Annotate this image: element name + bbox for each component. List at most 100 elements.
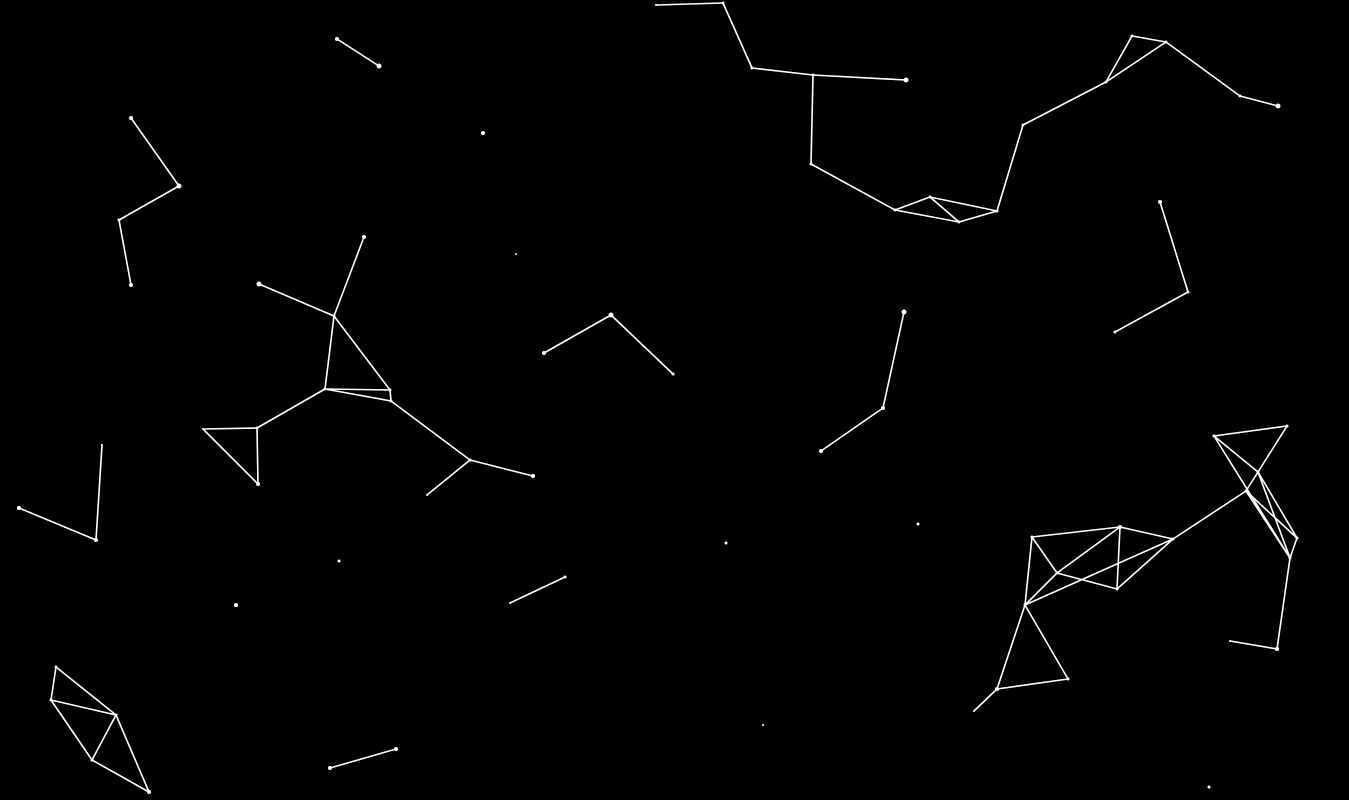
connection-line bbox=[1116, 538, 1174, 590]
connection-line bbox=[324, 315, 335, 390]
connection-line bbox=[1131, 35, 1167, 43]
particle-dot bbox=[1275, 103, 1281, 109]
particle-dot bbox=[1158, 200, 1162, 204]
connection-line bbox=[812, 74, 907, 81]
connection-line bbox=[1289, 537, 1298, 559]
particle-dot bbox=[1023, 603, 1027, 607]
particle-dot bbox=[721, 1, 725, 5]
particle-dot bbox=[394, 747, 398, 751]
connection-line bbox=[820, 407, 884, 452]
particle-dot bbox=[1256, 470, 1260, 474]
particle-dot bbox=[901, 309, 907, 315]
particle-dot bbox=[1171, 537, 1175, 541]
connection-line bbox=[1114, 291, 1189, 333]
connection-line bbox=[390, 400, 471, 461]
particle-dot bbox=[515, 253, 517, 255]
particle-dot bbox=[323, 387, 327, 391]
connection-line bbox=[882, 311, 905, 409]
particle-dot bbox=[388, 388, 392, 392]
particle-dot bbox=[1285, 424, 1289, 428]
particle-dot bbox=[750, 66, 754, 70]
connection-line bbox=[50, 666, 57, 701]
particle-dot bbox=[1275, 647, 1279, 651]
connection-line bbox=[1024, 572, 1058, 606]
connection-line bbox=[55, 666, 117, 716]
connection-line bbox=[95, 444, 103, 541]
particle-dot bbox=[995, 209, 999, 213]
particle-dot bbox=[1295, 536, 1299, 540]
connection-line bbox=[324, 388, 391, 391]
particle-dot bbox=[811, 73, 815, 77]
connection-line bbox=[929, 196, 998, 212]
particle-dot bbox=[101, 444, 103, 446]
particle-dot bbox=[608, 312, 614, 318]
connection-line bbox=[50, 699, 93, 761]
connection-line bbox=[973, 688, 998, 712]
connection-line bbox=[929, 196, 960, 223]
particle-dot bbox=[1164, 40, 1168, 44]
connection-line bbox=[1245, 490, 1291, 559]
particle-dot bbox=[916, 522, 920, 526]
particle-dot bbox=[332, 314, 336, 318]
particle-dot bbox=[762, 724, 764, 726]
connection-line bbox=[543, 314, 612, 354]
particle-dot bbox=[114, 713, 118, 717]
particle-dot bbox=[1113, 330, 1117, 334]
connection-line bbox=[996, 604, 1026, 690]
connection-line bbox=[1024, 536, 1033, 606]
connection-line bbox=[894, 209, 960, 223]
connection-line bbox=[258, 283, 335, 317]
connection-line bbox=[1031, 536, 1058, 574]
particle-dot bbox=[995, 687, 999, 691]
particle-dot bbox=[1244, 489, 1248, 493]
connection-line bbox=[1056, 572, 1118, 590]
connection-line bbox=[118, 185, 180, 221]
connection-line bbox=[91, 714, 117, 761]
particle-dot bbox=[389, 399, 393, 403]
particle-dot bbox=[1288, 556, 1292, 560]
connection-line bbox=[1022, 81, 1107, 126]
particle-dot bbox=[1115, 587, 1119, 591]
particle-dot bbox=[655, 4, 657, 6]
connection-line bbox=[91, 759, 150, 793]
particle-dot bbox=[54, 665, 58, 669]
particle-dot bbox=[49, 698, 53, 702]
particle-dot bbox=[1030, 535, 1034, 539]
particle-dot bbox=[468, 458, 472, 462]
connection-line bbox=[1172, 490, 1247, 540]
connection-line bbox=[130, 117, 180, 187]
particle-dot bbox=[1066, 677, 1070, 681]
connection-line bbox=[958, 210, 998, 223]
particle-dot bbox=[724, 541, 728, 545]
particle-dot bbox=[376, 63, 382, 69]
connection-line bbox=[118, 219, 132, 286]
particle-dot bbox=[1130, 34, 1134, 38]
connection-line bbox=[256, 427, 259, 485]
connection-line bbox=[336, 38, 380, 67]
connection-line bbox=[426, 459, 471, 496]
particle-dot bbox=[1229, 640, 1231, 642]
particle-dot bbox=[256, 482, 260, 486]
particle-dot bbox=[903, 77, 909, 83]
particle-dot bbox=[1186, 290, 1190, 294]
particle-dot bbox=[1104, 80, 1108, 84]
connection-line bbox=[1159, 201, 1189, 293]
particle-dot bbox=[881, 406, 885, 410]
particle-dot bbox=[928, 195, 932, 199]
particle-dot bbox=[328, 766, 332, 770]
particle-nodes bbox=[17, 1, 1299, 794]
particle-dot bbox=[335, 37, 339, 41]
connection-line bbox=[1024, 604, 1069, 680]
particle-dot bbox=[1021, 123, 1025, 127]
particle-dot bbox=[255, 426, 259, 430]
particle-dot bbox=[563, 575, 567, 579]
particle-dot bbox=[129, 283, 133, 287]
connection-line bbox=[1056, 526, 1121, 574]
particle-dot bbox=[819, 449, 823, 453]
particle-dot bbox=[147, 790, 151, 794]
particle-dot bbox=[893, 208, 897, 212]
connection-line bbox=[894, 196, 931, 211]
connection-line bbox=[333, 236, 365, 317]
particle-dot bbox=[337, 559, 341, 563]
